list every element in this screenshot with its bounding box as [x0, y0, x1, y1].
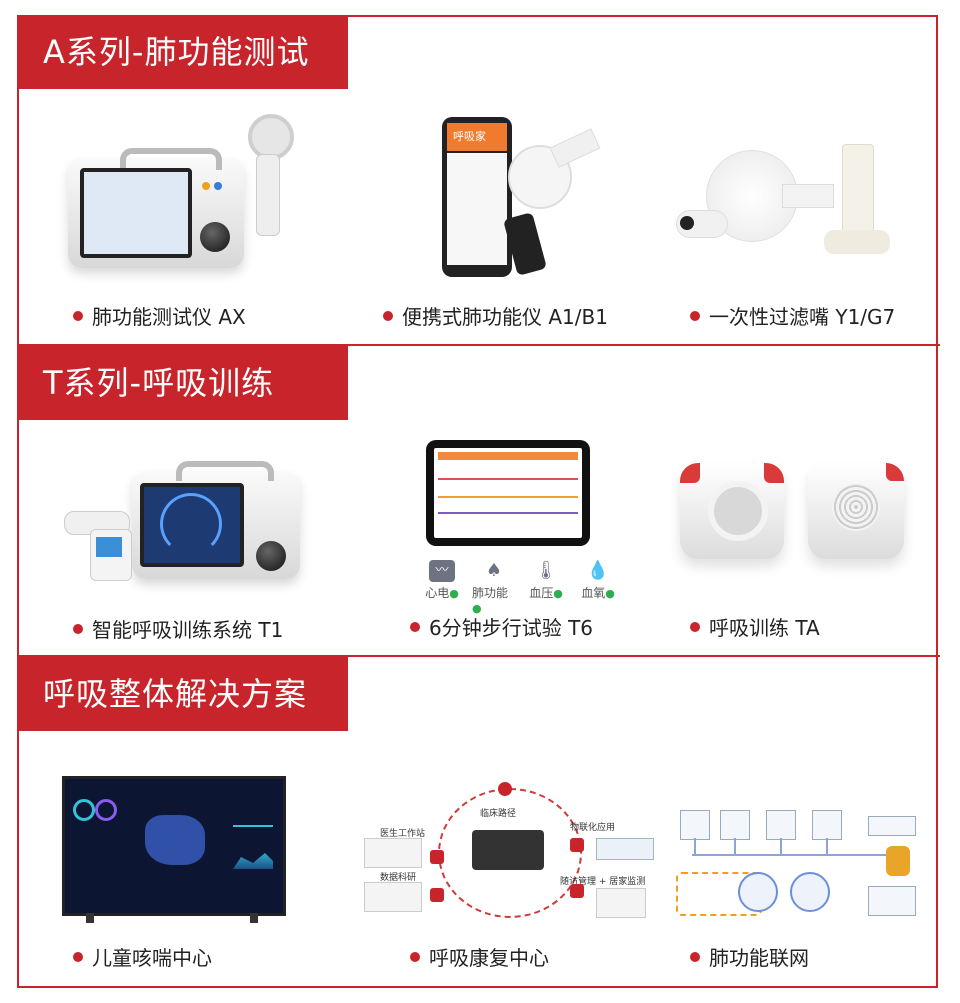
product-caption: 呼吸康复中心: [410, 942, 549, 971]
dashboard-tv-image: [62, 776, 288, 926]
rehab-center-diagram: 临床路径 物联化应用 医生工作站 数据科研 随访管理 + 居家监测: [364, 778, 656, 924]
product-caption: 智能呼吸训练系统 T1: [73, 614, 283, 643]
bullet-dot-icon: [690, 621, 700, 632]
product-caption: 呼吸训练 TA: [690, 612, 820, 641]
product-label: 便携式肺功能仪 A1/B1: [402, 305, 608, 329]
indicator-label: 心电: [425, 586, 450, 600]
check-icon: ●: [553, 587, 563, 600]
oxygen-indicator: 💧 血氧●: [576, 560, 620, 615]
product-label: 儿童咳喘中心: [92, 946, 212, 970]
diagram-label: 物联化应用: [570, 823, 616, 833]
pressure-indicator: 🌡 血压●: [524, 560, 568, 615]
portable-spirometer-image: 呼吸家: [430, 115, 610, 287]
product-caption: 肺功能测试仪 AX: [73, 301, 246, 330]
diagram-label: 医生工作站: [380, 829, 426, 839]
product-caption: 儿童咳喘中心: [73, 942, 212, 971]
product-label: 6分钟步行试验 T6: [429, 616, 594, 640]
check-icon: ●: [472, 602, 482, 615]
content-frame: [17, 15, 938, 988]
indicator-label: 血氧: [581, 586, 606, 600]
diagram-label: 数据科研: [380, 873, 417, 883]
product-caption: 肺功能联网: [690, 942, 809, 971]
bullet-dot-icon: [690, 310, 700, 321]
product-label: 呼吸康复中心: [429, 946, 549, 970]
indicator-label: 肺功能: [472, 586, 509, 600]
product-label: 肺功能联网: [709, 946, 809, 970]
product-caption: 一次性过滤嘴 Y1/G7: [690, 301, 895, 330]
bullet-dot-icon: [690, 951, 700, 962]
ecg-icon: 〰: [429, 560, 455, 582]
bullet-dot-icon: [73, 623, 83, 634]
network-diagram-image: [672, 806, 922, 924]
spirometer-device-image: [64, 110, 294, 280]
bullet-dot-icon: [410, 621, 420, 632]
product-label: 肺功能测试仪 AX: [92, 305, 246, 329]
thermometer-icon: 🌡: [534, 560, 558, 581]
section-divider: [17, 344, 940, 346]
indicator-label: 血压: [529, 586, 554, 600]
product-label: 一次性过滤嘴 Y1/G7: [709, 305, 896, 329]
section-title-solutions: 呼吸整体解决方案: [17, 657, 348, 731]
diagram-label: 临床路径: [480, 809, 517, 819]
section-title-a: A系列-肺功能测试: [17, 15, 348, 89]
filter-mouthpiece-image: [672, 140, 912, 280]
product-label: 呼吸训练 TA: [709, 616, 820, 640]
lung-indicator: ♠ 肺功能 ●: [472, 560, 516, 615]
drop-icon: 💧: [586, 560, 610, 581]
product-caption: 6分钟步行试验 T6: [410, 612, 593, 641]
section-title-t: T系列-呼吸训练: [17, 346, 348, 420]
product-caption: 便携式肺功能仪 A1/B1: [383, 301, 608, 330]
product-label: 智能呼吸训练系统 T1: [92, 618, 284, 642]
indicator-icons: 〰 心电● ♠ 肺功能● 🌡 血压● 💧 血氧●: [420, 560, 620, 615]
bullet-dot-icon: [410, 951, 420, 962]
bullet-dot-icon: [73, 310, 83, 321]
check-icon: ●: [605, 587, 615, 600]
bullet-dot-icon: [383, 310, 393, 321]
ecg-indicator: 〰 心电●: [420, 560, 464, 615]
breathing-trainer-ta-image: [670, 455, 910, 570]
check-icon: ●: [449, 587, 459, 600]
bullet-dot-icon: [73, 951, 83, 962]
walk-test-tablet-image: [420, 440, 595, 605]
diagram-label: 随访管理 + 居家监测: [560, 877, 646, 887]
lung-icon: ♠: [485, 560, 503, 581]
breathing-trainer-image: [60, 455, 305, 585]
section-divider: [17, 655, 940, 657]
app-title: 呼吸家: [447, 123, 507, 151]
